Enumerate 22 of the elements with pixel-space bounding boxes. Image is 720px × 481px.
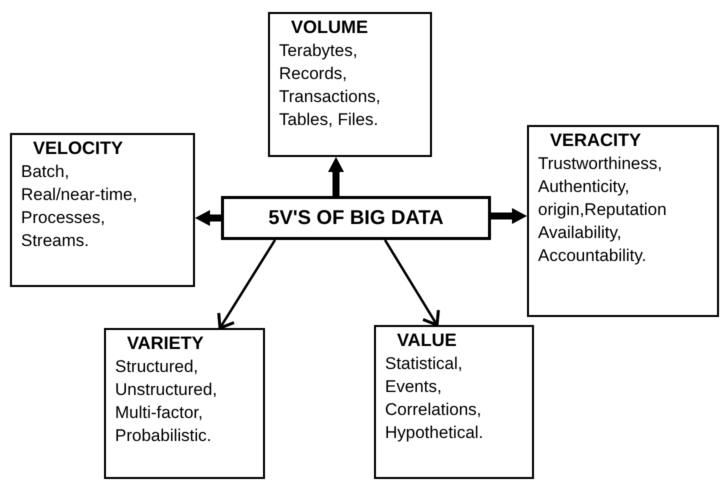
category-box [104,328,265,479]
category-heading: VOLUME [290,16,370,39]
category-heading: VELOCITY [32,137,124,160]
category-items: Structured, Unstructured, Multi-factor, Probabilistic. [115,356,218,447]
category-items: Statistical, Events, Correlations, Hypothetical. [385,353,484,444]
category-box [527,125,719,317]
category-items: Terabytes, Records, Transactions, Tables, Files. [279,40,382,131]
title-box [221,196,491,240]
category-items: Trustworthiness, Authenticity, origin,Reputation Availability, Accountability. [538,153,668,267]
thick-arrow [328,157,344,196]
category-heading: VARIETY [126,332,205,355]
category-box [10,133,195,287]
category-box [374,325,534,479]
category-heading: VERACITY [549,129,642,152]
category-heading: VALUE [396,329,458,352]
arrow [217,239,276,330]
arrow [384,239,440,326]
thick-arrow [491,208,527,224]
thick-arrow [195,210,221,226]
category-items: Batch, Real/near-time, Processes, Streams. [21,161,138,252]
center-label: 5V'S OF BIG DATA [268,208,444,228]
category-box [268,12,432,157]
